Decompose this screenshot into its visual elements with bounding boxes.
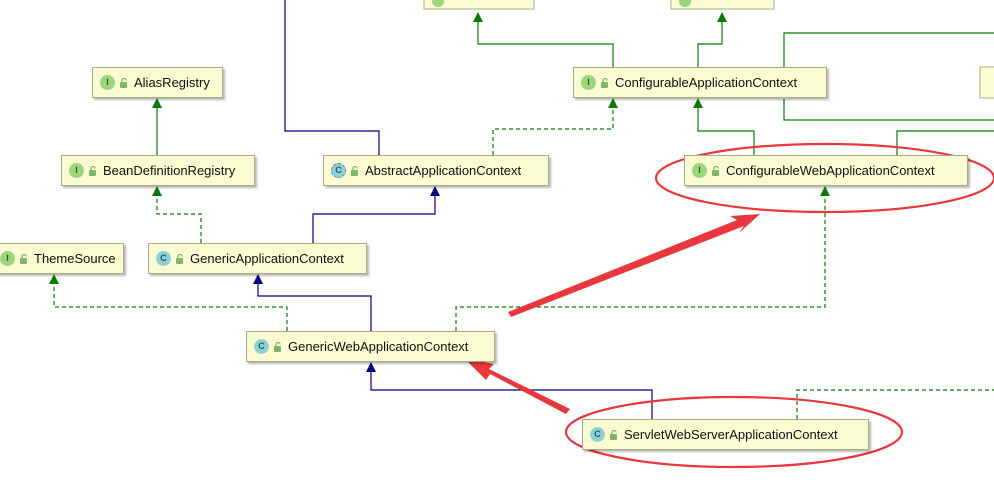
node-alias-registry[interactable]: I AliasRegistry [92, 67, 223, 98]
node-servlet-web-server-application-context[interactable]: C ServletWebServerApplicationContext [582, 419, 869, 450]
node-label: ConfigurableApplicationContext [615, 75, 798, 90]
node-abstract-application-context[interactable]: C AbstractApplicationContext [323, 155, 549, 186]
class-icon: C [590, 427, 605, 442]
red-arrow-to-genericweb [464, 358, 570, 414]
node-label: ConfigurableWebApplicationContext [726, 163, 935, 178]
unlock-icon [274, 341, 281, 352]
highlight-servlet [564, 395, 904, 469]
unlock-icon [610, 429, 617, 440]
node-bean-definition-registry[interactable]: I BeanDefinitionRegistry [61, 155, 255, 186]
node-label: ServletWebServerApplicationContext [624, 427, 838, 442]
node-generic-application-context[interactable]: C GenericApplicationContext [148, 243, 367, 274]
unlock-icon [176, 253, 183, 264]
unlock-icon [712, 165, 719, 176]
class-icon: C [254, 339, 269, 354]
edge-cac-right-trunk [783, 32, 994, 67]
unlock-icon [120, 77, 127, 88]
node-label: GenericApplicationContext [190, 251, 344, 266]
node-label: ThemeSource [34, 251, 116, 266]
node-generic-web-application-context[interactable]: C GenericWebApplicationContext [246, 331, 495, 362]
extends-arrowheads [253, 186, 440, 372]
edge-cac-right-lower [783, 99, 994, 121]
red-arrow-to-cwac [508, 214, 760, 317]
interface-icon: I [581, 75, 596, 90]
abstract-class-icon: C [331, 163, 346, 178]
interface-icon: I [692, 163, 707, 178]
edge-cwac-to-cac [697, 107, 755, 155]
node-label: GenericWebApplicationContext [288, 339, 469, 354]
implements-edges [53, 107, 994, 419]
unlock-icon [89, 165, 96, 176]
node-configurable-application-context[interactable]: I ConfigurableApplicationContext [573, 67, 827, 98]
highlight-cwac [654, 142, 994, 214]
edge-genericweb-to-generic [257, 283, 372, 331]
edge-genericweb-to-themesource [53, 283, 288, 331]
partial-node-top-left[interactable] [423, 0, 535, 10]
node-label: BeanDefinitionRegistry [103, 163, 236, 178]
implements-arrowheads [49, 12, 830, 284]
edge-generic-to-abstract [312, 195, 436, 243]
class-icon: C [156, 251, 171, 266]
interface-icon: I [100, 75, 115, 90]
node-label: AliasRegistry [134, 75, 210, 90]
edge-abstract-up [284, 0, 380, 155]
interface-extends-edges [156, 21, 994, 155]
edge-cac-to-top-right [697, 21, 723, 67]
annotation-arrows [464, 214, 760, 414]
unlock-icon [20, 253, 27, 264]
unlock-icon [601, 77, 608, 88]
edge-genericweb-to-cwac [455, 195, 826, 331]
node-label: AbstractApplicationContext [365, 163, 522, 178]
edge-generic-to-bdr [156, 195, 202, 243]
interface-icon: I [0, 251, 15, 266]
highlight-ellipses [564, 142, 994, 469]
unlock-icon [351, 165, 358, 176]
edge-abstract-to-cac [492, 107, 614, 155]
extends-edges [257, 0, 653, 419]
interface-icon [432, 0, 444, 7]
node-configurable-web-application-context[interactable]: I ConfigurableWebApplicationContext [684, 155, 968, 186]
edge-cac-to-top-left [477, 21, 614, 67]
partial-node-top-right[interactable] [670, 0, 775, 10]
edge-cwac-right [896, 130, 994, 155]
interface-icon [679, 0, 691, 7]
node-theme-source[interactable]: I ThemeSource [0, 243, 124, 274]
edge-servlet-right [796, 389, 994, 419]
partial-node-right-edge[interactable] [979, 66, 994, 99]
interface-icon: I [69, 163, 84, 178]
edge-servlet-to-genericweb [370, 371, 653, 419]
